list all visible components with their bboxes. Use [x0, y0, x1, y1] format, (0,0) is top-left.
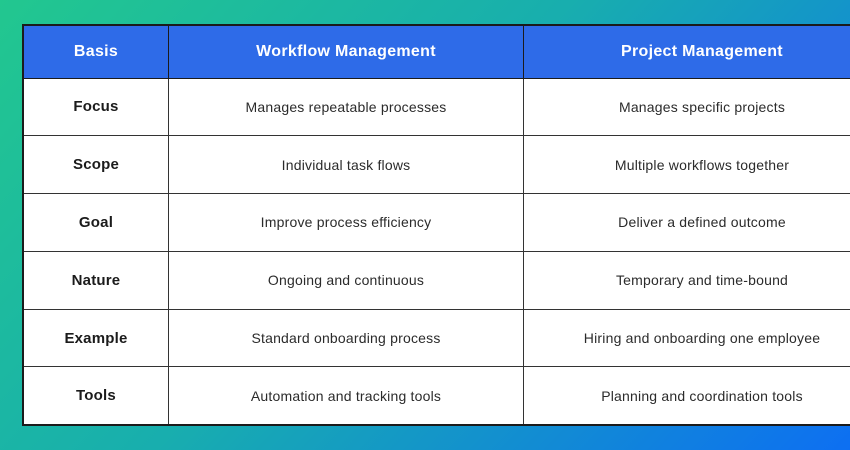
table-row-nature: Nature Ongoing and continuous Temporary … [22, 250, 850, 310]
table-row-example: Example Standard onboarding process Hiri… [22, 308, 850, 368]
basis-cell: Focus [22, 77, 169, 137]
workflow-cell: Automation and tracking tools [168, 366, 524, 426]
table-row-scope: Scope Individual task flows Multiple wor… [22, 135, 850, 195]
project-cell: Hiring and onboarding one employee [523, 308, 850, 368]
column-header-basis: Basis [22, 24, 169, 79]
basis-cell: Nature [22, 250, 169, 310]
project-cell: Manages specific projects [523, 77, 850, 137]
table-row-tools: Tools Automation and tracking tools Plan… [22, 366, 850, 426]
table-body: Focus Manages repeatable processes Manag… [22, 77, 850, 426]
basis-cell: Scope [22, 135, 169, 195]
workflow-cell: Standard onboarding process [168, 308, 524, 368]
basis-cell: Example [22, 308, 169, 368]
project-cell: Temporary and time-bound [523, 250, 850, 310]
table-header: Basis Workflow Management Project Manage… [22, 24, 850, 79]
column-header-workflow-management: Workflow Management [168, 24, 524, 79]
basis-cell: Goal [22, 193, 169, 252]
workflow-cell: Improve process efficiency [168, 193, 524, 252]
workflow-cell: Individual task flows [168, 135, 524, 195]
column-header-project-management: Project Management [523, 24, 850, 79]
basis-cell: Tools [22, 366, 169, 426]
table-row-focus: Focus Manages repeatable processes Manag… [22, 77, 850, 137]
workflow-vs-project-comparison-table: Basis Workflow Management Project Manage… [22, 24, 850, 426]
project-cell: Multiple workflows together [523, 135, 850, 195]
project-cell: Deliver a defined outcome [523, 193, 850, 252]
table-row-goal: Goal Improve process efficiency Deliver … [22, 193, 850, 252]
project-cell: Planning and coordination tools [523, 366, 850, 426]
header-row: Basis Workflow Management Project Manage… [22, 24, 850, 79]
workflow-cell: Ongoing and continuous [168, 250, 524, 310]
workflow-cell: Manages repeatable processes [168, 77, 524, 137]
